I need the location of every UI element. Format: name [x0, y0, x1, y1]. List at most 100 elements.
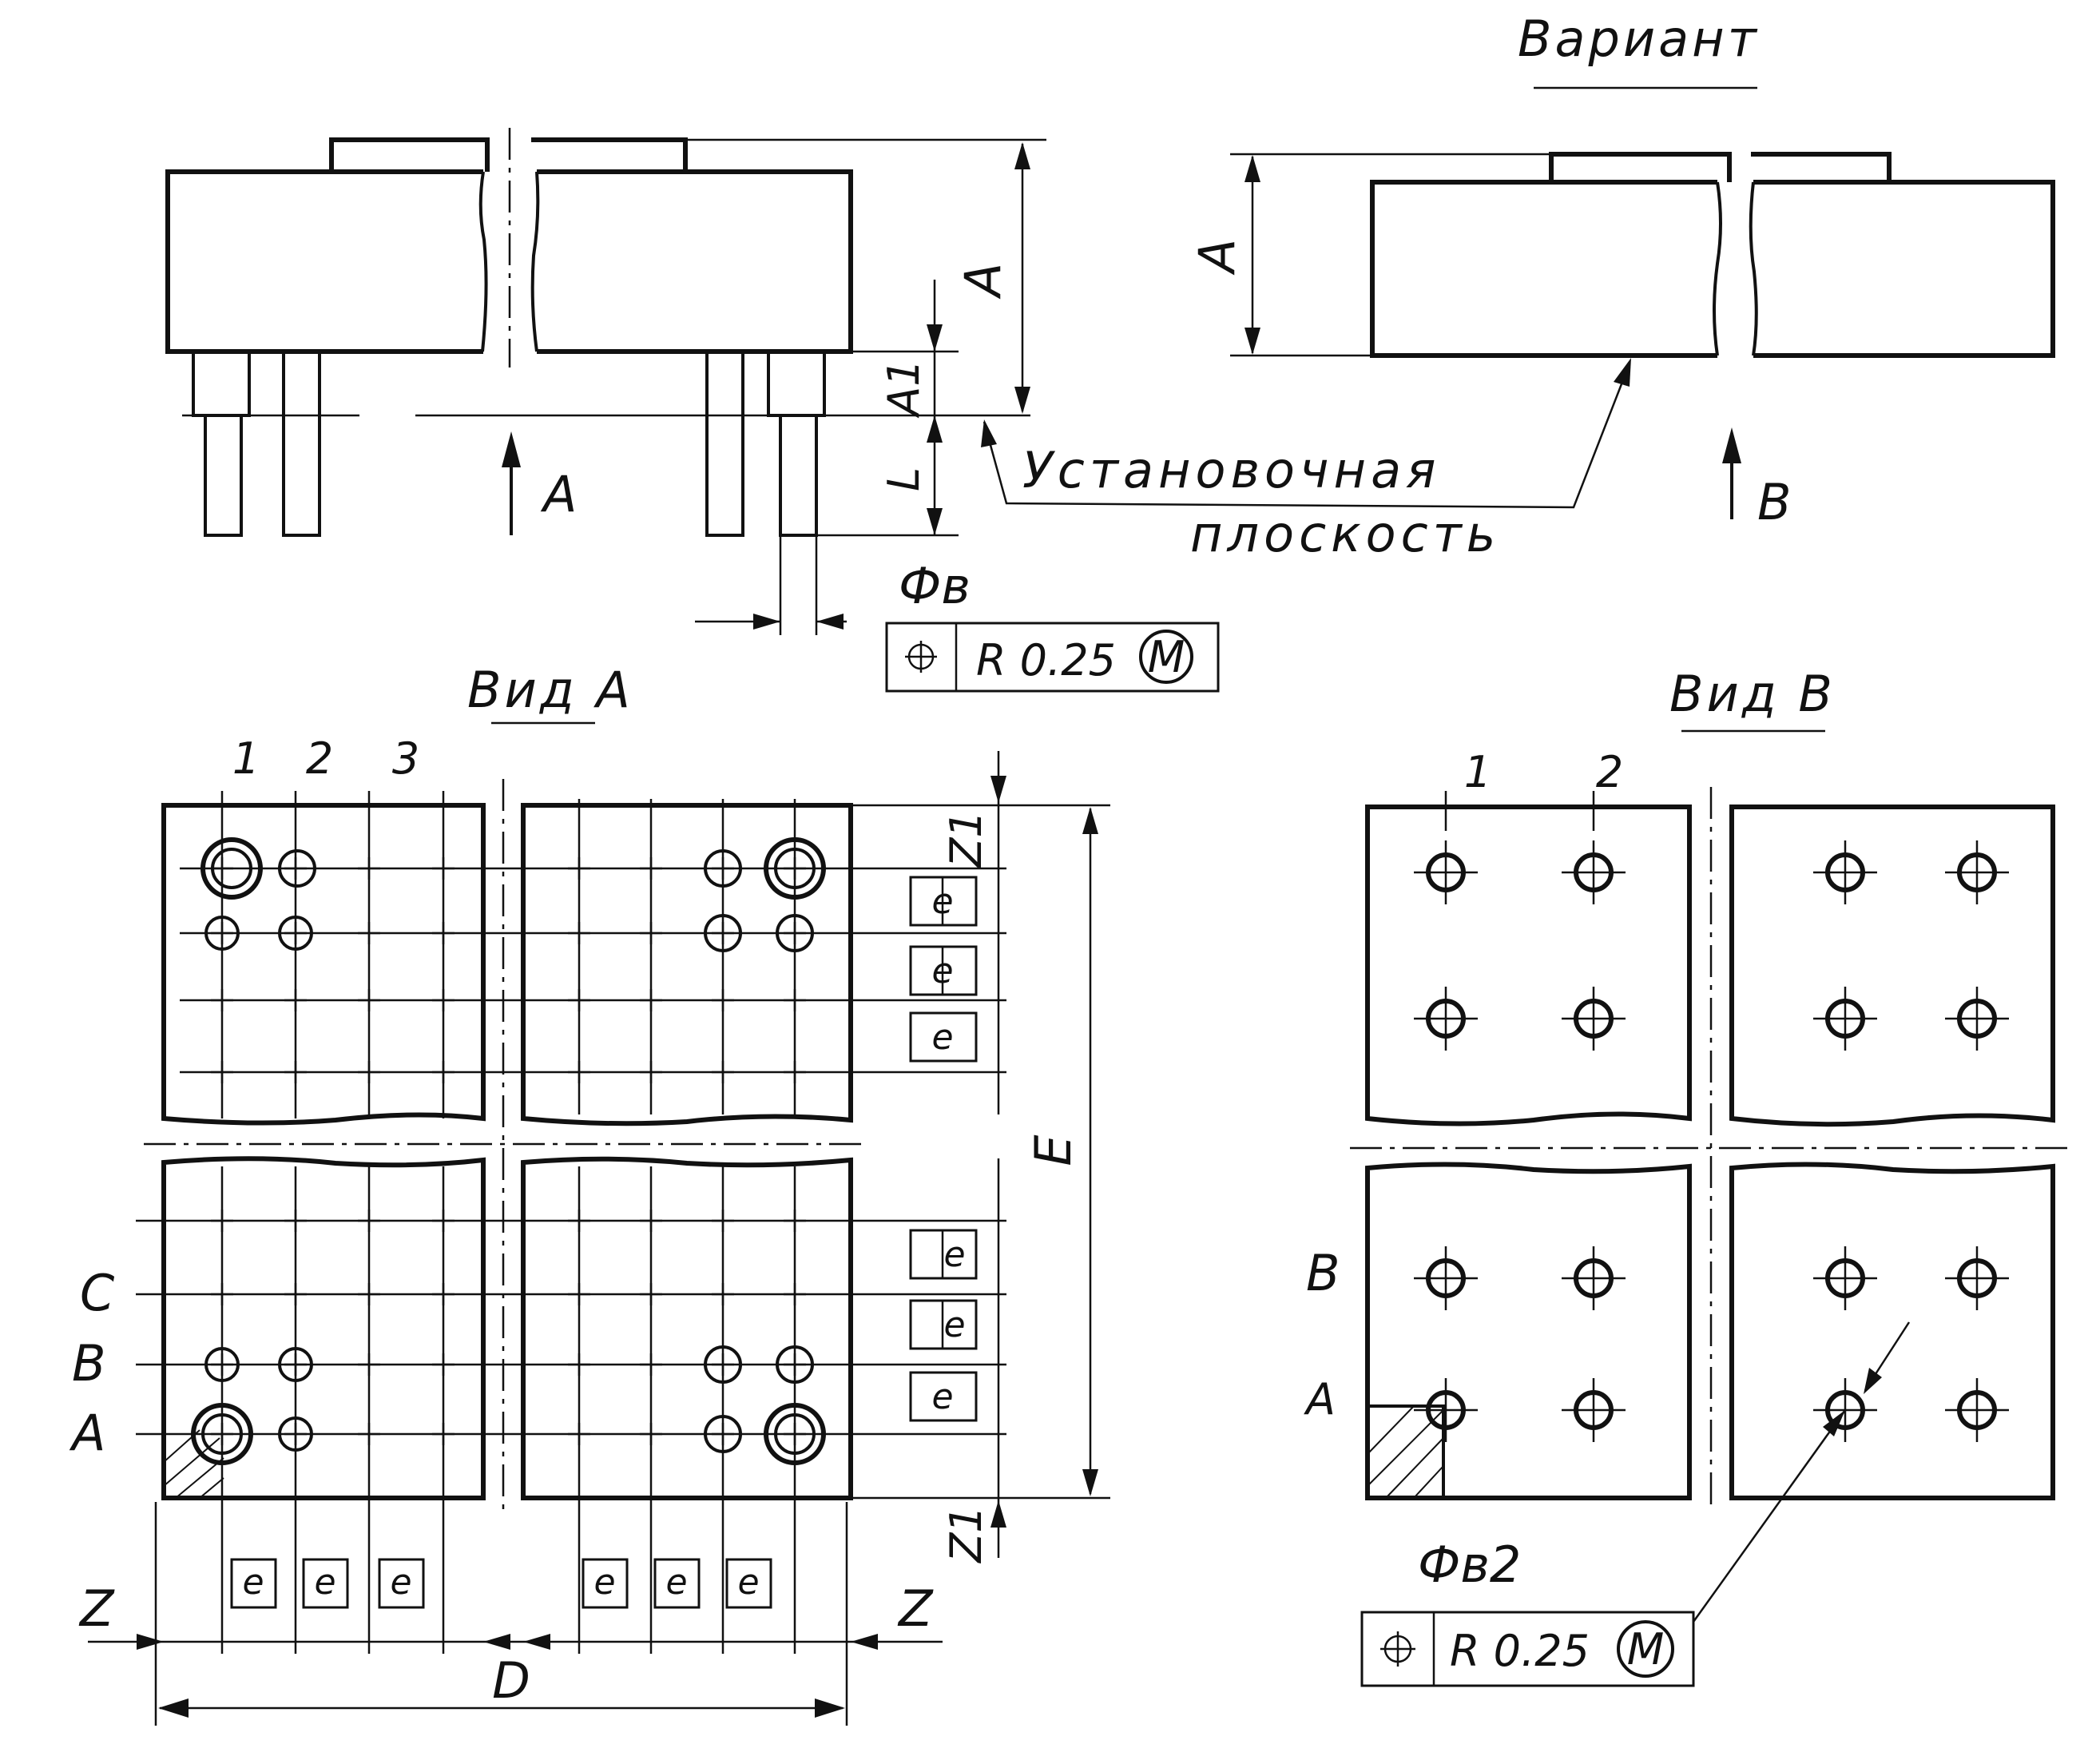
pin-hole [1957, 999, 1997, 1039]
view-b-col-label-1: 1 [1464, 747, 1491, 797]
top-cap-right [531, 137, 688, 172]
pin-2 [282, 350, 321, 537]
view-a-quadrant-bl [161, 1156, 486, 1500]
pitch-e-label: e [931, 881, 953, 922]
pin-hole [776, 1345, 814, 1384]
dim-arrow [1244, 155, 1260, 182]
view-a-hatch [163, 1429, 224, 1499]
modifier-circle [1617, 1620, 1674, 1678]
view-a-bottom-e: e e e e e e [230, 1558, 772, 1609]
pitch-e-label: e [931, 1017, 953, 1058]
large-hole-outer [191, 1403, 253, 1465]
leader-arrow [1864, 1368, 1882, 1394]
pin-hole [204, 916, 240, 951]
view-b-quadrant-tr [1729, 805, 2055, 1127]
view-b-leader [1692, 1409, 1847, 1623]
pin-hole [1426, 1258, 1466, 1298]
variant-dim-A-label: A [1188, 239, 1246, 276]
top-cap-left [329, 137, 490, 172]
view-a-hole-grid [136, 791, 1006, 1654]
dim-arrow [990, 1500, 1006, 1528]
pin-hole [1957, 1390, 1997, 1430]
pin-hole [704, 1345, 742, 1384]
pitch-e-label: e [390, 1562, 411, 1603]
pitch-box [909, 1371, 978, 1422]
pin-hole [1574, 999, 1614, 1039]
large-hole-outer [200, 837, 263, 900]
large-hole-outer [764, 1403, 826, 1465]
dim-arrow [1014, 142, 1030, 169]
pitch-e-label: e [314, 1562, 335, 1603]
pitch-e-label: e [943, 1234, 965, 1275]
mounting-plane-text-2: плоскость [1190, 505, 1500, 563]
large-hole-outer [764, 837, 826, 900]
variant-body-right [1753, 180, 2055, 358]
view-a-quadrant-tr [521, 803, 853, 1126]
dim-arrow [1082, 807, 1098, 834]
dim-arrow [1244, 328, 1260, 355]
view-arrow-B-label: B [1757, 473, 1792, 531]
dim-E-label: E [1024, 1134, 1082, 1166]
dim-Z-right-label: Z [897, 1579, 934, 1638]
pin-hole [1825, 1258, 1865, 1298]
pin-hole [1574, 1390, 1614, 1430]
tolerance-frame-b: R 0.25 M [1360, 1611, 1695, 1687]
break-line-left [478, 171, 488, 352]
mounting-plane-leader [982, 363, 1631, 509]
pin-3 [705, 350, 744, 537]
view-b-col-label-2: 2 [1596, 747, 1623, 797]
dim-D-label: D [492, 1651, 530, 1710]
pitch-box [230, 1558, 277, 1609]
pin-hole [704, 914, 742, 952]
hatch-line [1367, 1405, 1415, 1455]
leader-arrow [1614, 358, 1631, 387]
view-b: Вид В 1 2 B A Фв2 [1304, 665, 2069, 1687]
body-right-outline [537, 169, 853, 354]
pin-hole [1825, 999, 1865, 1039]
view-a-quadrant-br [521, 1156, 853, 1500]
side-view-variant: Вариант A B [1188, 10, 2055, 531]
dim-L-label: L [879, 467, 929, 491]
pin-hole [1426, 852, 1466, 892]
dim-arrow [815, 1698, 845, 1718]
dim-arrow [523, 1634, 550, 1650]
pitch-e-label: e [665, 1562, 687, 1603]
dim-arrow [851, 1634, 878, 1650]
pin-1 [204, 414, 243, 537]
view-a-col-label-2: 2 [306, 733, 333, 784]
dim-Z-left-label: Z [78, 1579, 115, 1638]
tolerance-frame-a: R 0.25 M [885, 622, 1220, 693]
pin-hole [1426, 1390, 1466, 1430]
dim-A1-label: A1 [879, 359, 929, 418]
view-b-row-label-B: B [1306, 1244, 1340, 1302]
view-a-row-label-A: A [69, 1404, 105, 1462]
dim-arrow [927, 508, 943, 535]
pin-hole [1574, 1258, 1614, 1298]
dim-A-label: A [954, 263, 1012, 300]
tolerance-a-value: R 0.25 [976, 635, 1116, 685]
pitch-e-label: e [931, 951, 953, 991]
dim-arrow [1082, 1469, 1098, 1496]
leader-arrow [981, 419, 997, 447]
pitch-box [909, 1011, 978, 1063]
pitch-e-label: e [931, 1377, 953, 1417]
pin-4 [779, 414, 818, 537]
pin-hole [1574, 852, 1614, 892]
dim-Z1-top-label: Z1 [941, 810, 991, 868]
large-hole-inner [211, 848, 252, 889]
view-b-quadrant-bl [1365, 1162, 1692, 1500]
view-b-row-label-A: A [1304, 1374, 1336, 1424]
pitch-e-label: e [242, 1562, 264, 1603]
pin-hole [1426, 999, 1466, 1039]
variant-title: Вариант [1518, 10, 1760, 68]
hatch-line [175, 1457, 224, 1499]
variant-cap-left [1549, 152, 1732, 182]
body-left-outline [165, 169, 483, 354]
pin-hole [204, 1347, 240, 1382]
view-a: Вид А 1 2 3 C B A e e [69, 661, 1110, 1726]
dia-b2-label: Фв2 [1418, 1536, 1521, 1594]
pin-shoulder-4 [767, 350, 826, 417]
pin-hole [776, 914, 814, 952]
pin-hole [704, 849, 742, 888]
view-a-quadrant-tl [161, 803, 486, 1126]
